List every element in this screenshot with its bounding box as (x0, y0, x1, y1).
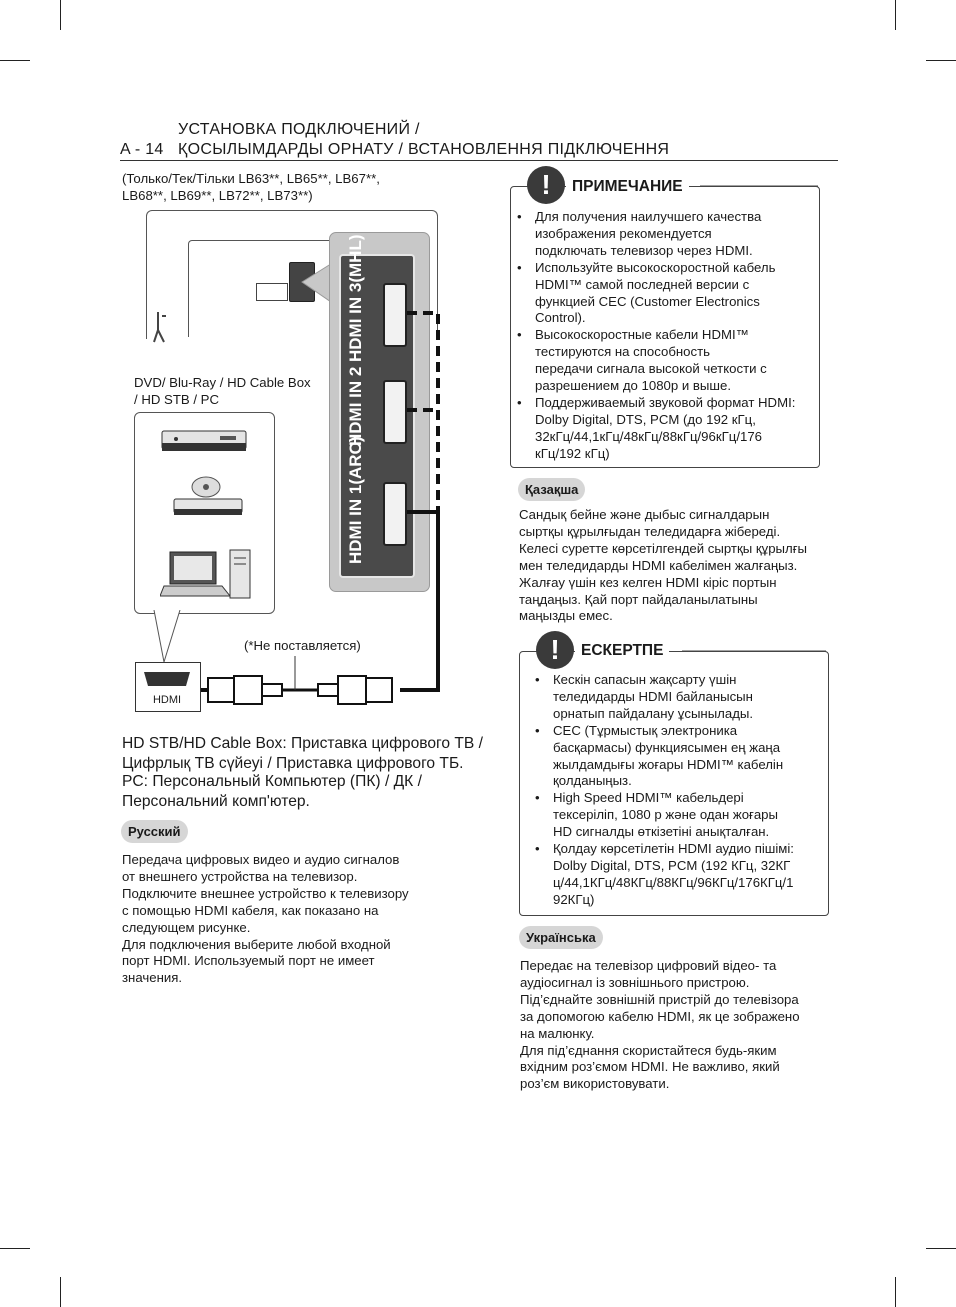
pc-icon (160, 549, 251, 599)
hdmi-port-1 (383, 482, 407, 546)
list-item: CEC (Тұрмыстық электроника басқармасы) ф… (533, 723, 823, 791)
note-pointer-line (294, 656, 296, 690)
hdmi-connector-box (135, 662, 201, 712)
list-item: Поддерживаемый звуковой формат HDMI: Dol… (515, 395, 815, 463)
ukrainian-text: Передає на телевізор цифровий відео- та … (520, 958, 800, 1092)
list-item: Қолдау көрсетілетін HDMI аудио пішімі: D… (533, 841, 823, 909)
hdmi-label: HDMI (152, 694, 182, 706)
list-item: Кескін сапасын жақсарту үшін теледидарды… (533, 672, 823, 723)
list-item: High Speed HDMI™ кабельдері тексеріліп, … (533, 790, 823, 841)
kazakh-text: Сандық бейне және дыбыс сигналдарын сырт… (519, 507, 808, 624)
note-list-russian: Для получения наилучшего качества изобра… (515, 209, 815, 463)
tv-stand-icon (153, 312, 166, 343)
note-title-rule (700, 185, 818, 187)
list-item: Для получения наилучшего качества изобра… (515, 209, 815, 260)
header-title-line1: УСТАНОВКА ПОДКЛЮЧЕНИЙ / (178, 121, 420, 138)
device-label: DVD/ Blu-Ray / HD Cable Box / HD STB / P… (134, 375, 311, 407)
crop-mark (926, 60, 956, 61)
dvd-player-icon (173, 476, 243, 515)
tv-back-outline (146, 210, 438, 339)
hdmi-cable-icon (207, 675, 393, 705)
note-list-kazakh: Кескін сапасын жақсарту үшін теледидарды… (533, 672, 823, 909)
header-rule (120, 160, 838, 161)
hdmi-port-3 (383, 283, 407, 347)
exclamation-icon: ! (536, 631, 574, 669)
hdmi-connector-icon (144, 672, 190, 686)
list-item: Используйте высокоскоростной кабель HDMI… (515, 260, 815, 328)
crop-mark (895, 1277, 896, 1307)
note-title-russian: ПРИМЕЧАНИЕ (566, 178, 689, 196)
lang-tag-kazakh: Қазақша (518, 478, 586, 501)
tv-small-slot (256, 283, 288, 301)
lang-tag-ukrainian: Українська (519, 926, 603, 949)
exclamation-icon: ! (527, 166, 565, 204)
crop-mark (60, 0, 61, 30)
crop-mark (0, 60, 30, 61)
header-title-line2: ҚОСЫЛЫМДАРДЫ ОРНАТУ / ВСТАНОВЛЕННЯ ПІДКЛ… (178, 141, 670, 158)
page-number: A - 14 (120, 141, 164, 158)
crop-mark (926, 1248, 956, 1249)
models-note: (Только/Тек/Тільки LB63**, LB65**, LB67*… (122, 171, 380, 203)
note-title-rule (682, 650, 826, 652)
not-provided-note: (*Не поставляется) (244, 638, 361, 653)
note-title-kazakh: ЕСКЕРТПЕ (575, 642, 670, 660)
hdmi-port-2 (383, 380, 407, 444)
abbrev-pc: PC: Персональный Компьютер (ПК) / ДК / П… (122, 773, 422, 810)
crop-mark (895, 0, 896, 30)
crop-mark (60, 1277, 61, 1307)
settop-box-icon (161, 430, 247, 451)
abbrev-hd-stb: HD STB/HD Cable Box: Приставка цифрового… (122, 735, 484, 772)
callout-pointer-devices (153, 610, 181, 663)
lang-tag-russian: Русский (121, 820, 188, 843)
russian-text: Передача цифровых видео и аудио сигналов… (122, 852, 409, 986)
list-item: Высокоскоростные кабели HDMI™ тестируютс… (515, 327, 815, 395)
crop-mark (0, 1248, 30, 1249)
